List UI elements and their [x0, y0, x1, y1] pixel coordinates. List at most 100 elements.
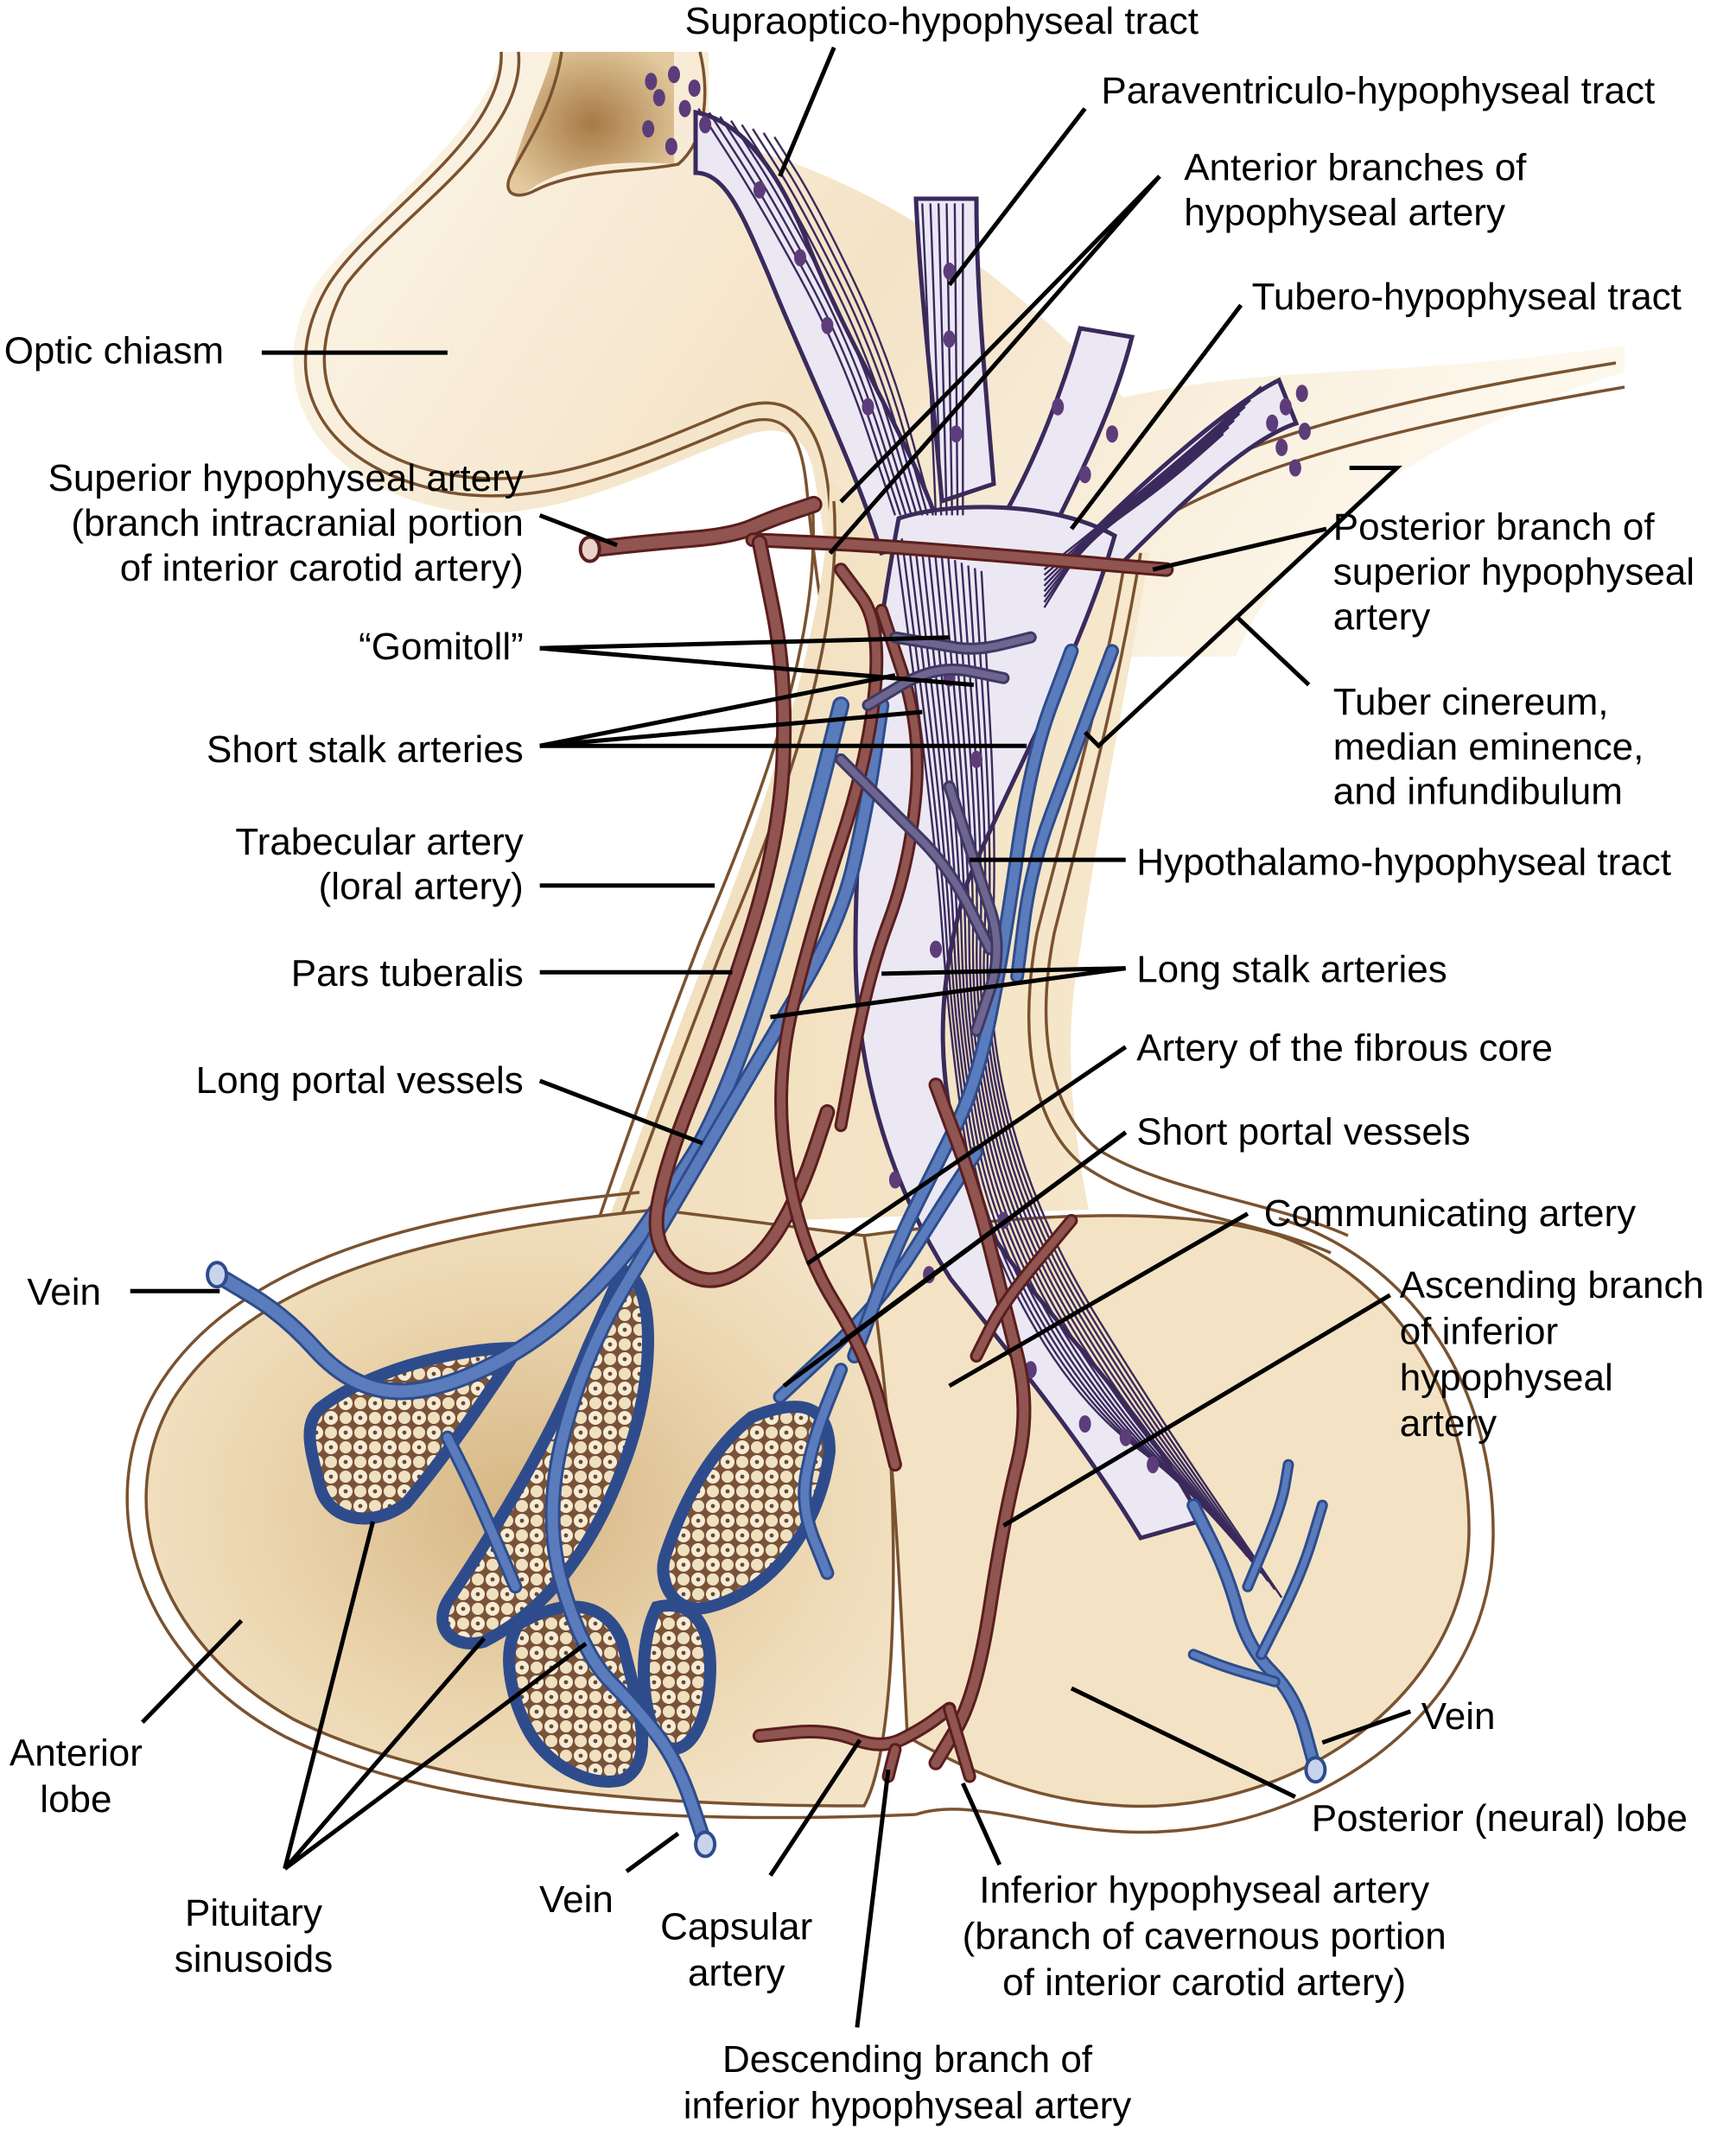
- leader-lines: [130, 46, 1412, 2028]
- label-line: Paraventriculo-hypophyseal tract: [1101, 69, 1655, 111]
- neuron-dot: [930, 940, 942, 958]
- vein-cut-end: [206, 1261, 229, 1289]
- neuron-dot: [699, 116, 712, 134]
- neuron-dot: [642, 120, 655, 138]
- label-line: Short stalk arteries: [207, 728, 524, 771]
- neuron-dot: [862, 397, 874, 416]
- sinusoid-cluster-low: [638, 1599, 716, 1755]
- leader-supraoptico: [778, 46, 836, 177]
- label-line: (loral artery): [319, 866, 524, 908]
- neuron-dot: [665, 137, 677, 156]
- neuron-dot: [1078, 1415, 1091, 1433]
- leader-anterior-lobe: [141, 1618, 244, 1725]
- leader-inferior-hypophyseal: [961, 1782, 1002, 1866]
- label-line: Vein: [27, 1271, 101, 1313]
- neuron-dot: [821, 316, 834, 334]
- label-line: sinusoids: [175, 1938, 333, 1980]
- long-stalk-artery-2: [834, 603, 924, 1133]
- label-supraoptico-tract: Supraoptico-hypophyseal tract: [685, 0, 1199, 42]
- label-line: median eminence,: [1333, 726, 1644, 768]
- label-line: Hypothalamo-hypophyseal tract: [1136, 841, 1671, 883]
- fiber-line: [752, 128, 924, 516]
- label-long-portal-vessels: Long portal vessels: [196, 1059, 524, 1102]
- blood-vessels: [206, 495, 1328, 1859]
- fiber-line: [907, 541, 1208, 1509]
- communicating-artery: [970, 1214, 1078, 1363]
- stalk-outline-right-inner: [1027, 569, 1332, 1255]
- leader-long-stalk-1: [770, 966, 1127, 1020]
- fiber-line: [937, 203, 948, 516]
- leader-sinusoids-2: [283, 1636, 486, 1871]
- leader-short-stalk-2: [539, 709, 923, 748]
- vein-sinus-left: [440, 1430, 523, 1594]
- leader-posterior-branch: [1152, 526, 1327, 572]
- label-line: Inferior hypophyseal artery: [979, 1869, 1429, 1911]
- gomitolo-loop-2: [862, 664, 1010, 712]
- neuron-dot: [1106, 425, 1118, 443]
- leader-ascending: [1002, 1293, 1391, 1528]
- label-line: Capsular: [660, 1905, 812, 1948]
- label-line: inferior hypophyseal artery: [684, 2085, 1131, 2127]
- leader-tuber-bracket: [1083, 466, 1402, 749]
- neuron-dot: [970, 750, 982, 768]
- fiber-line: [974, 568, 1276, 1591]
- fiber-line: [913, 543, 1215, 1517]
- neuron-dot: [668, 66, 680, 84]
- label-line: Pars tuberalis: [291, 952, 524, 995]
- label-pars-tuberalis: Pars tuberalis: [291, 952, 524, 995]
- capsular-artery: [752, 1701, 957, 1751]
- leader-sinusoids-3: [283, 1642, 588, 1871]
- label-short-stalk-arteries: Short stalk arteries: [207, 728, 524, 771]
- fiber-line: [697, 107, 897, 516]
- fiber-line: [940, 554, 1243, 1550]
- label-tuber-cinereum: Tuber cinereum,median eminence,and infun…: [1333, 681, 1644, 813]
- descending-branch-inferior: [881, 1743, 902, 1783]
- fiber-line: [773, 136, 934, 516]
- neuron-dot: [888, 1171, 901, 1189]
- neuron-dot: [943, 262, 956, 280]
- label-line: hypophyseal artery: [1184, 192, 1505, 234]
- leader-tubero: [1069, 303, 1243, 531]
- paraventriculo-bundle: [913, 196, 996, 505]
- vein-posterior-branch-3: [1187, 1649, 1281, 1687]
- label-hypothalamo-tract: Hypothalamo-hypophyseal tract: [1136, 841, 1671, 883]
- leader-gomitoli-1: [539, 635, 950, 651]
- fiber-line: [980, 570, 1283, 1598]
- neuron-dot: [1266, 414, 1279, 432]
- neuron-dot: [794, 249, 806, 267]
- neuron-dot: [1078, 466, 1091, 484]
- label-line: superior hypophyseal: [1333, 551, 1695, 594]
- leader-short-portal-2: [839, 1130, 1128, 1344]
- vein-posterior-branch-1: [1256, 1499, 1328, 1661]
- label-line: Long stalk arteries: [1136, 948, 1447, 990]
- neuron-dot: [1119, 1428, 1132, 1446]
- labels: Supraoptico-hypophyseal tractParaventric…: [4, 0, 1704, 2126]
- leader-anterior-branches-1: [839, 175, 1161, 504]
- fiber-line: [1043, 385, 1262, 571]
- label-vein-bottom: Vein: [539, 1878, 614, 1921]
- leader-long-portal: [538, 1078, 703, 1146]
- label-line: Optic chiasm: [4, 330, 224, 372]
- label-communicating-artery: Communicating artery: [1264, 1192, 1636, 1235]
- neuron-dots: [642, 66, 1311, 1474]
- posterior-lobe-capsule: [915, 1217, 1495, 1834]
- vein-sinus-center: [798, 1363, 849, 1580]
- neuron-dot: [1147, 1456, 1160, 1474]
- label-posterior-lobe: Posterior (neural) lobe: [1312, 1797, 1688, 1840]
- leader-tuber-bracket-leader: [1235, 615, 1311, 687]
- label-line: Anterior: [10, 1732, 143, 1775]
- label-paraventriculo-tract: Paraventriculo-hypophyseal tract: [1101, 69, 1655, 111]
- label-trabecular-artery: Trabecular artery(loral artery): [235, 821, 523, 908]
- label-line: hypophyseal: [1400, 1357, 1613, 1399]
- fiber-line: [927, 549, 1229, 1534]
- label-line: Posterior (neural) lobe: [1312, 1797, 1688, 1840]
- inferior-hypophyseal-artery: [943, 1702, 976, 1783]
- sinusoid-cluster-center: [503, 1600, 649, 1788]
- label-tubero-tract: Tubero-hypophyseal tract: [1252, 276, 1682, 318]
